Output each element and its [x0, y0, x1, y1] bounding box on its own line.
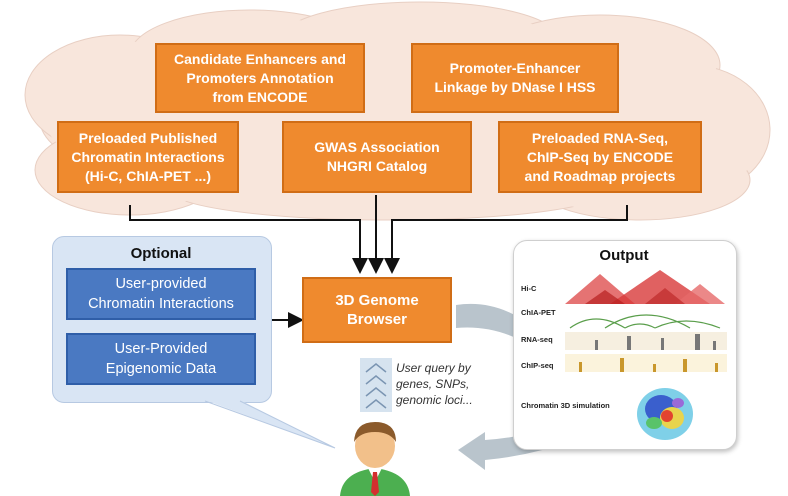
track-label-rnaseq: RNA-seq	[521, 335, 553, 344]
user-epigenomic-data-box: User-Provided Epigenomic Data	[66, 333, 256, 385]
user-query-arrows	[360, 358, 392, 412]
track-label-chipseq: ChIP-seq	[521, 361, 554, 370]
promoter-enhancer-linkage-box: Promoter-Enhancer Linkage by DNase I HSS	[411, 43, 619, 113]
candidate-enhancers-box: Candidate Enhancers and Promoters Annota…	[155, 43, 365, 113]
chipseq-track	[565, 354, 727, 372]
output-title: Output	[599, 247, 649, 264]
chiapet-arcs	[569, 314, 721, 329]
genome-tracks	[565, 270, 727, 372]
track-label-hic: Hi-C	[521, 284, 537, 293]
chromatin-3d-simulation-label: Chromatin 3D simulation	[521, 401, 610, 410]
track-label-chiapet: ChIA-PET	[521, 308, 556, 317]
user-chromatin-interactions-box: User-provided Chromatin Interactions	[66, 268, 256, 320]
rnaseq-chipseq-box: Preloaded RNA-Seq, ChIP-Seq by ENCODE an…	[498, 121, 702, 193]
optional-title: Optional	[130, 245, 192, 262]
chromatin-interactions-box: Preloaded Published Chromatin Interactio…	[57, 121, 239, 193]
user-query-text: User query by genes, SNPs, genomic loci.…	[396, 361, 473, 407]
rnaseq-track	[565, 332, 727, 350]
gwas-association-box: GWAS Association NHGRI Catalog	[282, 121, 472, 193]
hic-heatmap	[565, 270, 725, 304]
3d-genome-browser-box: 3D Genome Browser	[302, 277, 452, 343]
user-avatar	[340, 422, 410, 496]
chromatin-3d-simulation-image	[637, 388, 693, 440]
